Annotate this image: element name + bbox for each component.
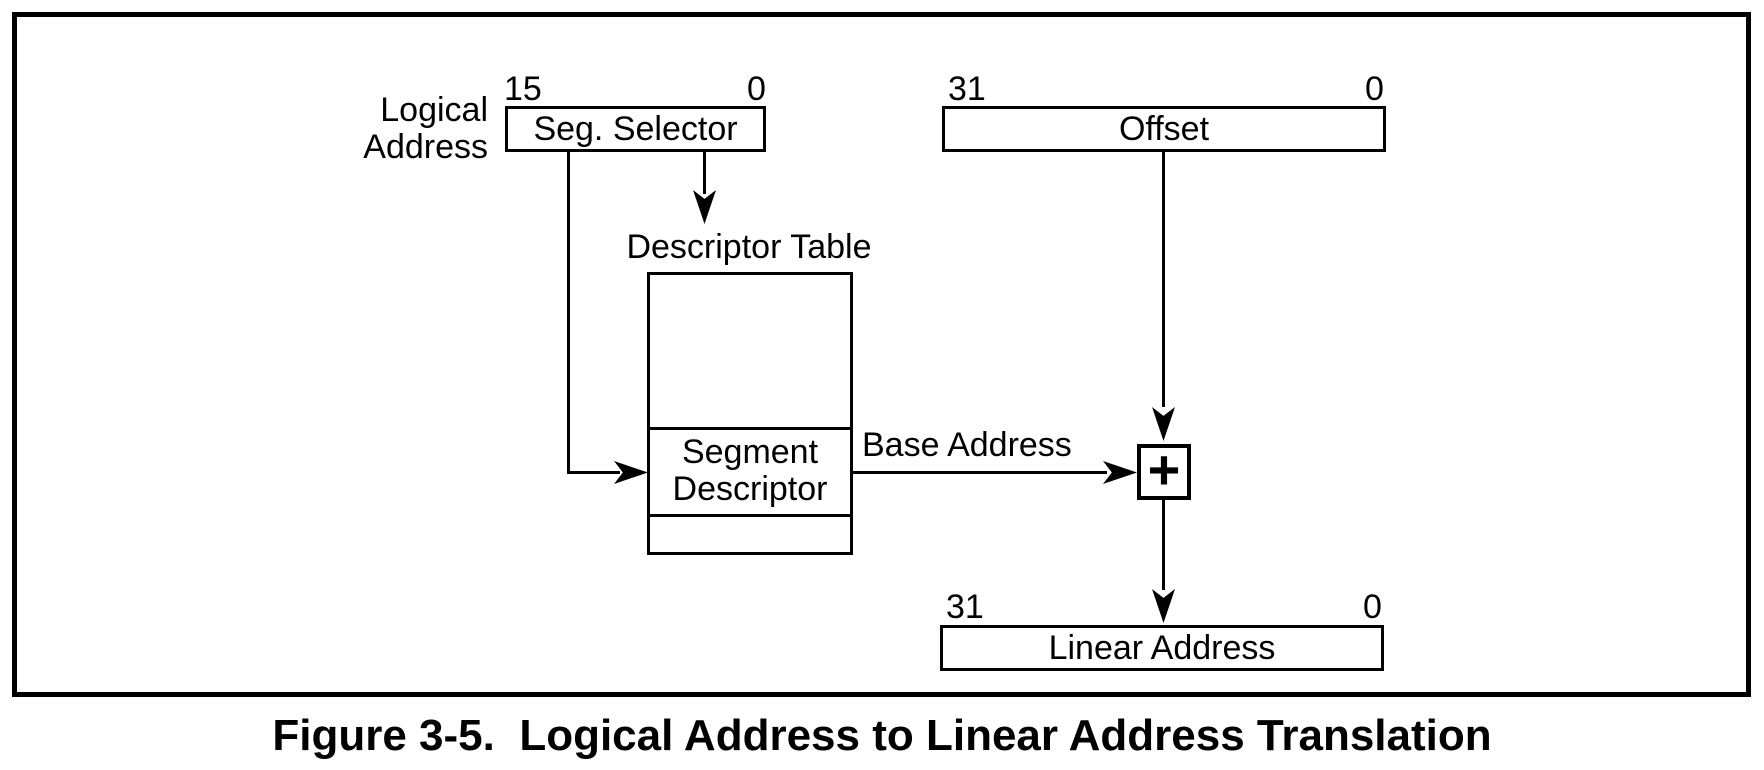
logical-address-label: Logical Address: [363, 92, 488, 166]
selector-to-descriptor-line-horizontal: [567, 471, 620, 474]
selector-to-descriptor-line-vertical: [567, 150, 570, 474]
selector-bit-low-label: 0: [747, 70, 766, 108]
adder-box: +: [1137, 438, 1191, 501]
plus-icon: +: [1147, 438, 1181, 501]
base-address-label: Base Address: [862, 426, 1072, 464]
linear-bit-low-label: 0: [1363, 588, 1382, 626]
descriptor-table-title: Descriptor Table: [626, 228, 872, 266]
linear-address-label: Linear Address: [1048, 629, 1276, 667]
linear-bit-high-label: 31: [946, 588, 984, 626]
segment-descriptor-label: Segment Descriptor: [650, 434, 850, 508]
segment-descriptor-line2: Descriptor: [672, 470, 828, 508]
selector-bit-high-label: 15: [504, 70, 542, 108]
adder-to-linear-line: [1162, 498, 1165, 590]
descriptor-table-box: [647, 272, 853, 555]
descriptor-table-divider-top: [647, 427, 853, 430]
offset-bit-low-label: 0: [1365, 70, 1384, 108]
logical-address-line2: Address: [363, 128, 488, 166]
seg-selector-box: Seg. Selector: [505, 106, 766, 152]
logical-address-line1: Logical: [380, 91, 488, 129]
segment-descriptor-line1: Segment: [681, 433, 819, 471]
offset-bit-high-label: 31: [948, 70, 986, 108]
descriptor-table-divider-bottom: [647, 514, 853, 517]
offset-to-adder-line: [1162, 150, 1165, 407]
diagram-border: [12, 12, 1751, 697]
figure-caption: Figure 3-5. Logical Address to Linear Ad…: [272, 711, 1492, 760]
selector-to-table-line: [703, 150, 706, 194]
offset-label: Offset: [1118, 110, 1210, 148]
base-address-line: [853, 471, 1107, 474]
offset-box: Offset: [942, 106, 1386, 152]
linear-address-box: Linear Address: [940, 625, 1384, 671]
seg-selector-label: Seg. Selector: [533, 110, 738, 148]
